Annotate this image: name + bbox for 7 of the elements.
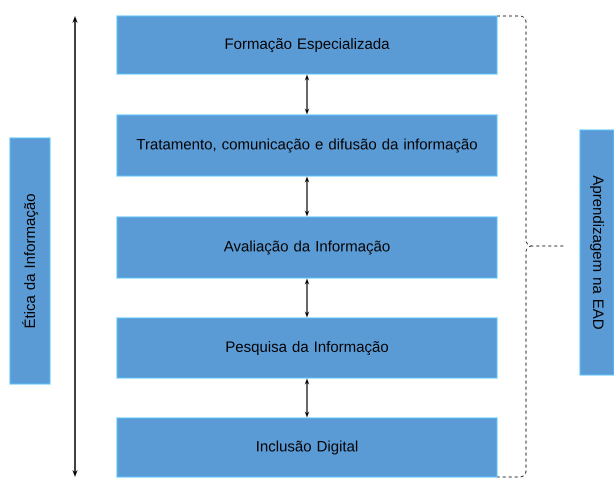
process-box: Avaliação da Informação xyxy=(116,216,498,278)
process-box: Formação Especializada xyxy=(116,16,498,74)
process-box: Ética da Informação xyxy=(10,138,50,384)
process-box: Pesquisa da Informação xyxy=(116,318,498,378)
process-box: Inclusão Digital xyxy=(116,418,498,478)
process-box: Tratamento, comunicação e difusão da informação xyxy=(116,114,498,176)
process-box: Aprendizagem na EAD xyxy=(580,130,614,376)
